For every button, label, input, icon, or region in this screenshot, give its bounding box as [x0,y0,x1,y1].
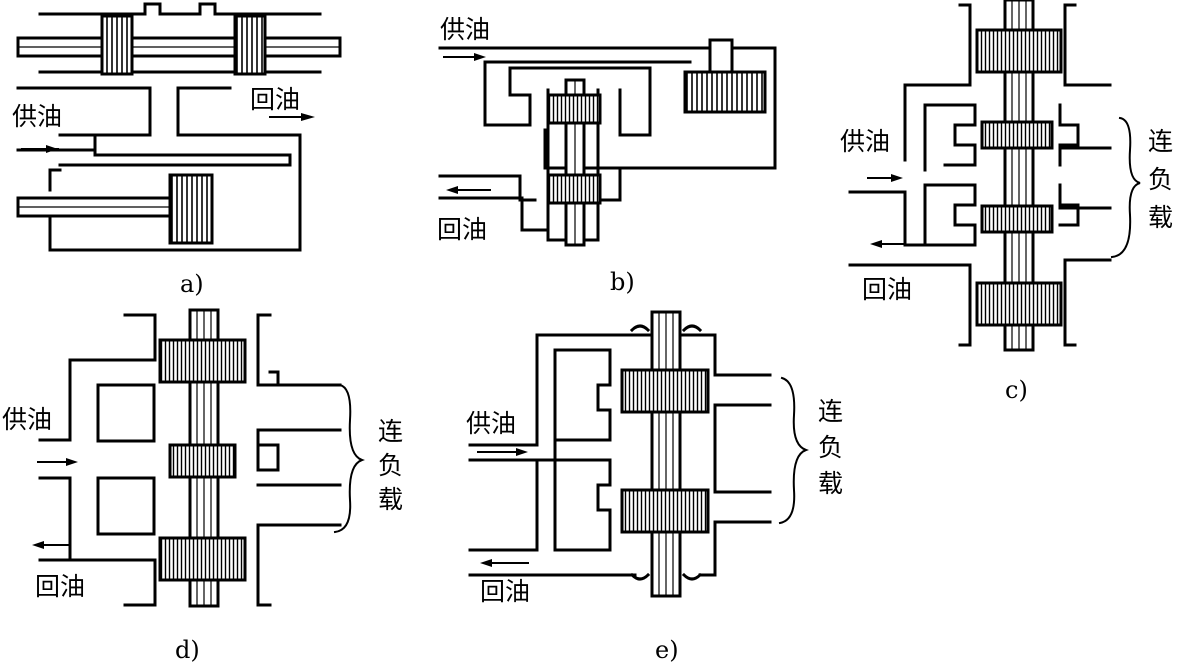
load-label-d1: 连 [378,417,403,446]
load-label-c2: 负 [1148,165,1173,194]
return-label-a: 回油 [250,85,300,114]
load-label-c3: 载 [1148,203,1173,232]
supply-label-b: 供油 [440,15,490,44]
spool-land-1 [100,14,134,76]
caption-b: b) [610,268,635,296]
load-label-d2: 负 [378,451,403,480]
piston [168,173,214,245]
supply-label-c: 供油 [840,127,890,156]
caption-a: a) [180,270,204,298]
panel-d: 供油 回油 连 负 载 d) [2,308,403,664]
spool-land-e2 [620,488,710,534]
panel-c: 供油 回油 连 负 载 c) [840,0,1173,404]
load-label-e3: 载 [818,469,843,498]
load-label-c1: 连 [1148,127,1173,156]
supply-label-d: 供油 [2,405,52,434]
piston-rod-b [708,38,734,74]
piston-b [683,70,767,114]
panel-a: 供油 回油 a) [12,2,342,298]
spool-land-c3 [980,204,1054,234]
caption-c: c) [1005,376,1028,404]
return-label-d: 回油 [35,572,85,601]
return-label-e: 回油 [480,577,530,606]
spool-land-b2 [546,173,602,205]
supply-label-a: 供油 [12,102,62,131]
spool-land-c2 [980,120,1054,150]
spool-land-c1 [975,28,1063,74]
load-label-e1: 连 [818,397,843,426]
supply-label-e: 供油 [466,409,516,438]
spool-land-d1 [158,338,247,384]
load-label-e2: 负 [818,433,843,462]
return-label-b: 回油 [437,215,487,244]
panel-e: 供油 回油 连 负 载 e) [466,310,843,664]
spool-land-e1 [620,368,710,414]
spool-land-d3 [158,536,247,582]
caption-e: e) [655,636,679,664]
spool-land-2 [233,14,267,76]
spool-land-c4 [975,281,1063,327]
caption-d: d) [175,636,200,664]
panel-b: 供油 回油 b) [437,15,777,296]
spool-land-d2 [168,443,237,479]
spool-land-b1 [546,93,602,125]
return-label-c: 回油 [862,275,912,304]
load-label-d3: 载 [378,485,403,514]
